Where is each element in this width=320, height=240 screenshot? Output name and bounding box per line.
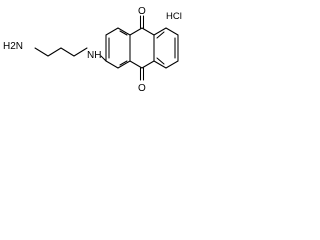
nh-ring-bond <box>100 55 107 62</box>
oxygen-bottom-label: O <box>138 83 146 94</box>
chain-bond-1 <box>34 47 49 57</box>
oxygen-top-label: O <box>138 6 146 17</box>
right-benzene-ring <box>153 27 179 69</box>
h2n-label: H2N <box>3 41 23 52</box>
hcl-label: HCl <box>166 11 182 22</box>
left-benzene-ring <box>105 27 131 69</box>
chain-bond-4 <box>73 47 88 57</box>
chain-bond-3 <box>60 47 75 57</box>
propyl-chain <box>34 47 88 57</box>
nh-label: NH <box>87 50 101 61</box>
chain-bond-2 <box>47 47 62 57</box>
central-quinone-ring <box>129 15 155 81</box>
chemical-structure-diagram: H2N NH O O HCl <box>3 6 182 94</box>
